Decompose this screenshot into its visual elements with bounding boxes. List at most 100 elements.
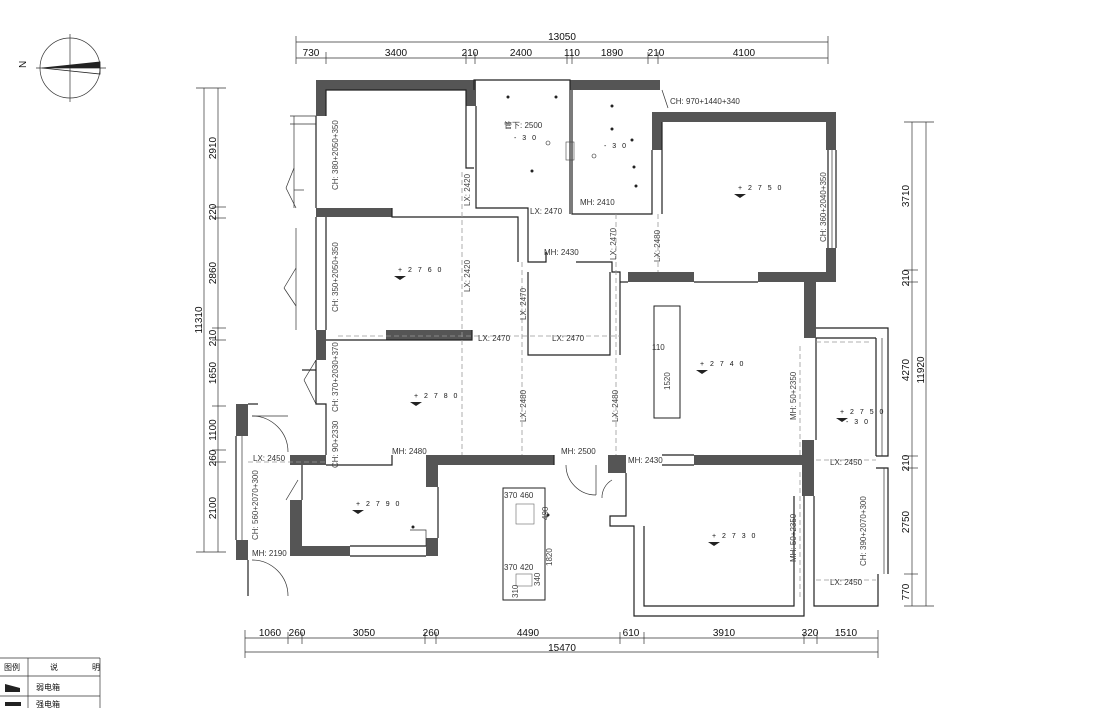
mh-right-1: MH: 50+2350 xyxy=(789,371,798,420)
dim-bottom-3: 3050 xyxy=(353,628,376,639)
mh-2430-a: MH: 2430 xyxy=(544,248,579,257)
lx-2450-c: LX: 2450 xyxy=(830,578,863,587)
dim-bottom-7: 3910 xyxy=(713,628,736,639)
light-fixtures xyxy=(411,95,638,529)
pipe-note: 管下: 2500 xyxy=(504,120,543,130)
ch-left-4: CH: 90+2330 xyxy=(331,420,340,468)
elev-2760: + 2 7 6 0 xyxy=(398,267,443,274)
cabinet-block xyxy=(502,487,546,601)
annotations: CH: 970+1440+340 管下: 2500 - 3 0 - 3 0 - … xyxy=(251,97,885,598)
elev-2750-b: + 2 7 5 0 xyxy=(840,409,885,416)
wall-lines xyxy=(235,79,889,617)
kitchen-island xyxy=(653,305,681,419)
ch-left-5: CH: 560+2070+300 xyxy=(251,470,260,540)
box-1820: 1820 xyxy=(545,548,554,566)
lx-2480-v2: LX: 2480 xyxy=(519,389,528,422)
elev-2750-a: + 2 7 5 0 xyxy=(738,185,783,192)
lx-2470-v1: LX: 2470 xyxy=(609,227,618,260)
minus30-b: - 3 0 xyxy=(604,143,628,150)
strong-box-icon xyxy=(5,702,21,706)
dim-bottom-total: 15470 xyxy=(548,643,576,654)
dimensions-top: 13050 730 3400 210 2400 110 1890 210 410… xyxy=(295,32,829,64)
elevation-markers xyxy=(352,194,848,546)
dim-right-1: 3710 xyxy=(901,184,912,207)
island-height: 1520 xyxy=(663,372,672,390)
dim-top-4: 2400 xyxy=(510,48,533,59)
box-460: 460 xyxy=(520,491,534,500)
mh-2430-b: MH: 2430 xyxy=(628,456,663,465)
dim-top-6: 1890 xyxy=(601,48,624,59)
dim-left-5: 1650 xyxy=(208,361,219,384)
ch-left-1: CH: 380+2050+350 xyxy=(331,120,340,190)
elev-2740: + 2 7 4 0 xyxy=(700,361,745,368)
dim-left-6: 1100 xyxy=(208,419,219,441)
dim-bottom-1: 1060 xyxy=(259,628,282,639)
dim-left-total: 11310 xyxy=(194,306,205,334)
mh-2500: MH: 2500 xyxy=(561,447,596,456)
elev-2780: + 2 7 8 0 xyxy=(414,393,459,400)
dim-top-8: 4100 xyxy=(733,48,756,59)
weak-box-icon xyxy=(5,684,20,692)
lx-2420-b: LX: 2420 xyxy=(463,259,472,292)
lx-2450-a: LX: 2450 xyxy=(253,454,286,463)
legend-header-desc: 说 xyxy=(50,662,58,672)
dim-right-4: 210 xyxy=(901,454,912,471)
mh-2410: MH: 2410 xyxy=(580,198,615,207)
compass: N xyxy=(18,34,106,102)
ceiling-dashed-lines xyxy=(248,172,876,600)
mh-right-2: MH: 50+2350 xyxy=(789,513,798,562)
box-370-a: 370 xyxy=(504,491,518,500)
box-310: 310 xyxy=(511,584,520,598)
legend-row1: 弱电箱 xyxy=(36,682,60,692)
dimensions-right: 3710 210 4270 11920 210 2750 770 xyxy=(901,121,934,607)
minus30-a: - 3 0 xyxy=(514,135,538,142)
dim-top-7: 210 xyxy=(648,48,665,59)
legend-header-desc2: 明 xyxy=(92,663,100,672)
lx-2470-a: LX: 2470 xyxy=(530,207,563,216)
dim-left-3: 2860 xyxy=(208,261,219,284)
dim-bottom-6: 610 xyxy=(623,628,640,639)
lx-2470-v2: LX: 2470 xyxy=(519,287,528,320)
dim-left-1: 2910 xyxy=(208,136,219,159)
dim-right-6: 770 xyxy=(901,583,912,600)
dim-right-total: 11920 xyxy=(916,356,927,384)
elev-2730: + 2 7 3 0 xyxy=(712,533,757,540)
dim-top-5: 110 xyxy=(564,48,580,59)
dim-top-3: 210 xyxy=(462,48,479,59)
dim-left-4: 210 xyxy=(208,329,219,346)
dim-left-2: 220 xyxy=(208,203,219,220)
dim-bottom-4: 260 xyxy=(423,628,440,639)
lx-2480-v3: LX: 2480 xyxy=(611,389,620,422)
lx-2470-b: LX: 2470 xyxy=(478,334,511,343)
lx-2420-a: LX: 2420 xyxy=(463,173,472,206)
dim-top-2: 3400 xyxy=(385,48,408,59)
dim-left-7: 260 xyxy=(208,449,219,466)
ch-right-2: CH: 390+2070+300 xyxy=(859,496,868,566)
dim-right-5: 2750 xyxy=(901,510,912,533)
elev-2790: + 2 7 9 0 xyxy=(356,501,401,508)
dim-top-1: 730 xyxy=(303,48,320,59)
box-420: 420 xyxy=(520,563,534,572)
ch-right-1: CH: 360+2040+350 xyxy=(819,172,828,242)
dim-bottom-5: 4490 xyxy=(517,628,540,639)
box-370-b: 370 xyxy=(504,563,518,572)
lx-2470-c: LX: 2470 xyxy=(552,334,585,343)
minus30-c: - 3 0 xyxy=(846,419,870,426)
box-490: 490 xyxy=(541,506,550,520)
compass-north-label: N xyxy=(18,61,29,68)
dimensions-left: 11310 2910 220 2860 210 1650 1100 260 21… xyxy=(194,87,226,553)
dim-bottom-2: 260 xyxy=(289,628,306,639)
legend: 图例 说 明 弱电箱 强电箱 xyxy=(0,657,101,708)
dim-top-total: 13050 xyxy=(548,32,576,43)
dim-right-2: 210 xyxy=(901,269,912,286)
dim-bottom-8: 320 xyxy=(802,628,819,639)
walls xyxy=(236,80,836,560)
lx-2480-v1: LX: 2480 xyxy=(653,229,662,262)
island-width: 110 xyxy=(652,343,665,352)
ch-left-2: CH: 350+2050+350 xyxy=(331,242,340,312)
mh-2190: MH: 2190 xyxy=(252,549,287,558)
box-340: 340 xyxy=(533,572,542,586)
dimensions-bottom: 1060 260 3050 260 4490 610 3910 320 1510… xyxy=(244,628,879,658)
ch-top: CH: 970+1440+340 xyxy=(670,97,740,106)
